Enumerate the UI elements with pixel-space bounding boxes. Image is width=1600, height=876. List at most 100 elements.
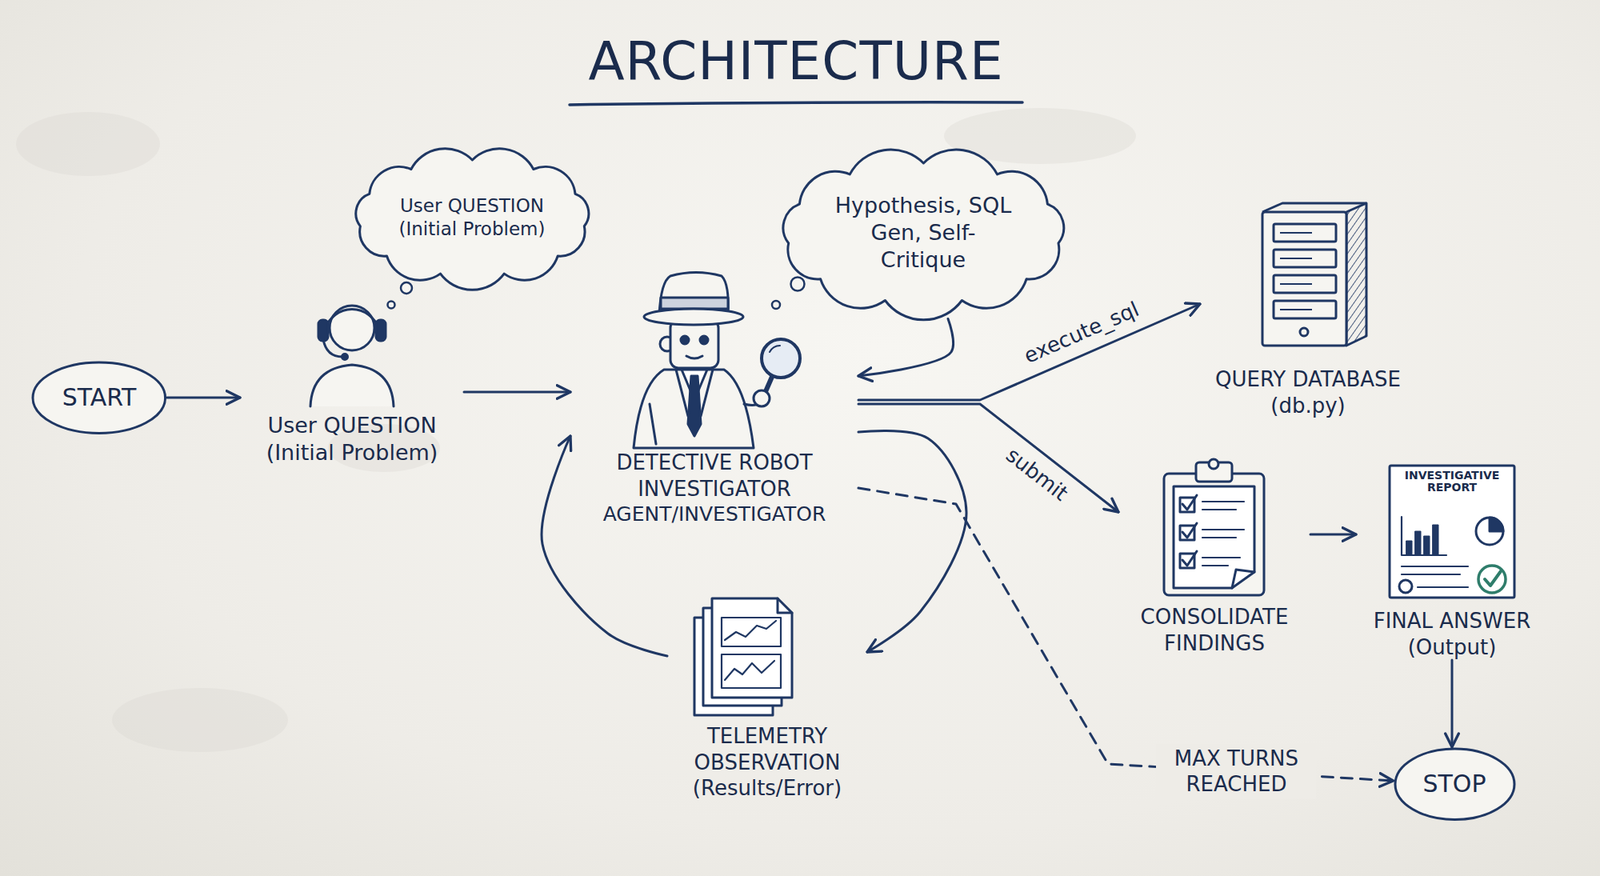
server-icon	[1262, 203, 1367, 346]
detective-robot	[688, 376, 701, 436]
telemetry-pages	[694, 598, 792, 716]
cloud-outline	[343, 144, 602, 292]
node-label: STOP	[1422, 768, 1486, 800]
server-icon	[1262, 203, 1367, 212]
terminal-outline	[32, 362, 166, 433]
server-icon	[1273, 224, 1336, 242]
user-figure	[329, 305, 375, 351]
flow-arrow	[1451, 660, 1454, 748]
board-smudge	[16, 112, 160, 176]
server-icon	[1280, 232, 1312, 310]
server-icon	[1273, 249, 1336, 268]
user-figure	[310, 305, 394, 407]
user-figure	[342, 354, 348, 360]
detective-robot	[649, 404, 656, 444]
report-icon	[1478, 565, 1506, 593]
thought-dots	[772, 300, 780, 309]
title-underline	[569, 102, 1023, 105]
user-figure	[318, 320, 328, 341]
clipboard-icon	[1182, 495, 1197, 510]
board-smudge	[112, 688, 288, 752]
server-icon	[1280, 232, 1312, 234]
flow-arrow	[167, 396, 240, 400]
report-icon	[1399, 580, 1412, 593]
server-icon	[1280, 308, 1312, 311]
board-smudge	[16, 108, 1136, 752]
telemetry-icon: TELEMETRY OBSERVATION (Results/Error)	[667, 593, 868, 802]
detective-robot	[680, 336, 689, 344]
edge-label: submit	[1000, 442, 1073, 507]
node-label: User QUESTION (Initial Problem)	[394, 194, 551, 241]
report-icon	[1389, 465, 1515, 598]
connectors	[167, 304, 1452, 781]
server-icon	[1346, 203, 1367, 346]
clipboard-icon	[1164, 473, 1264, 596]
report-icon	[1424, 536, 1430, 556]
checklist-icon: CONSOLIDATE FINDINGS	[1118, 456, 1311, 656]
telemetry-pages	[721, 617, 781, 647]
report-icon	[1389, 465, 1515, 598]
clipboard-icon	[1232, 569, 1255, 588]
node-label: TELEMETRY OBSERVATION (Results/Error)	[667, 723, 868, 802]
node-label: QUERY DATABASE (db.py)	[1200, 366, 1416, 419]
server-icon	[1280, 257, 1312, 260]
thought-dots	[791, 277, 805, 292]
text-block: User QUESTION (Initial Problem)	[394, 194, 551, 241]
server-icon	[1280, 283, 1312, 285]
flow-arrow	[464, 391, 571, 394]
detective-robot	[686, 356, 703, 359]
server-icon	[1300, 328, 1308, 336]
detective-robot	[761, 339, 800, 378]
clipboard-icon	[1202, 501, 1244, 566]
clipboard-icon	[1182, 551, 1197, 566]
report-icon	[1476, 517, 1504, 545]
agent-figure: DETECTIVE ROBOT INVESTIGATORAGENT/INVEST…	[570, 272, 859, 527]
cloud-outline	[783, 149, 1064, 320]
report-icon	[1415, 531, 1421, 556]
clipboard-icon	[1182, 523, 1197, 538]
edge-label: execute_sql	[1020, 296, 1144, 369]
telemetry-pages	[712, 598, 792, 698]
title-underline	[569, 102, 1023, 105]
telemetry-pages	[724, 660, 775, 680]
cloud-outline	[355, 148, 588, 290]
detective-robot	[676, 369, 688, 416]
node-label: FINAL ANSWER (Output)	[1356, 608, 1548, 660]
terminal-outline	[1395, 748, 1515, 820]
report-icon	[1401, 516, 1447, 556]
server-icon	[1273, 275, 1336, 293]
node-label: START	[62, 382, 137, 413]
detective-robot	[633, 272, 800, 449]
detective-robot	[644, 308, 744, 325]
detective-robot	[660, 297, 728, 309]
telemetry-pages	[777, 598, 792, 613]
flow-arrow	[1310, 533, 1356, 536]
server-icon	[1262, 212, 1347, 346]
server-icon	[1273, 300, 1336, 319]
thought-dots	[388, 301, 396, 309]
detective-robot	[700, 369, 713, 416]
diagram-title: ARCHITECTURE	[396, 30, 1196, 92]
thought-dots	[400, 282, 412, 294]
telemetry-pages	[724, 620, 776, 640]
flow-arrow	[858, 319, 954, 377]
report-heading: INVESTIGATIVE REPORT	[1393, 469, 1511, 495]
thought-cloud: User QUESTION (Initial Problem)	[343, 144, 602, 292]
report-icon	[1484, 571, 1501, 586]
flow-arrow	[858, 430, 967, 652]
node-label: CONSOLIDATE FINDINGS	[1118, 604, 1311, 656]
user-figure	[323, 339, 343, 357]
user-figure: User QUESTION (Initial Problem)	[240, 284, 464, 467]
telemetry-pages	[721, 654, 781, 688]
user-figure	[376, 320, 386, 341]
report-icon	[1432, 524, 1439, 556]
clipboard-icon	[1208, 459, 1219, 469]
detective-robot	[633, 369, 754, 448]
text-block: STOP	[1422, 768, 1486, 800]
text-block: START	[62, 382, 137, 413]
stop-terminal: STOP	[1393, 747, 1516, 822]
clipboard-icon	[1164, 459, 1264, 596]
flow-arrow	[858, 404, 1119, 512]
